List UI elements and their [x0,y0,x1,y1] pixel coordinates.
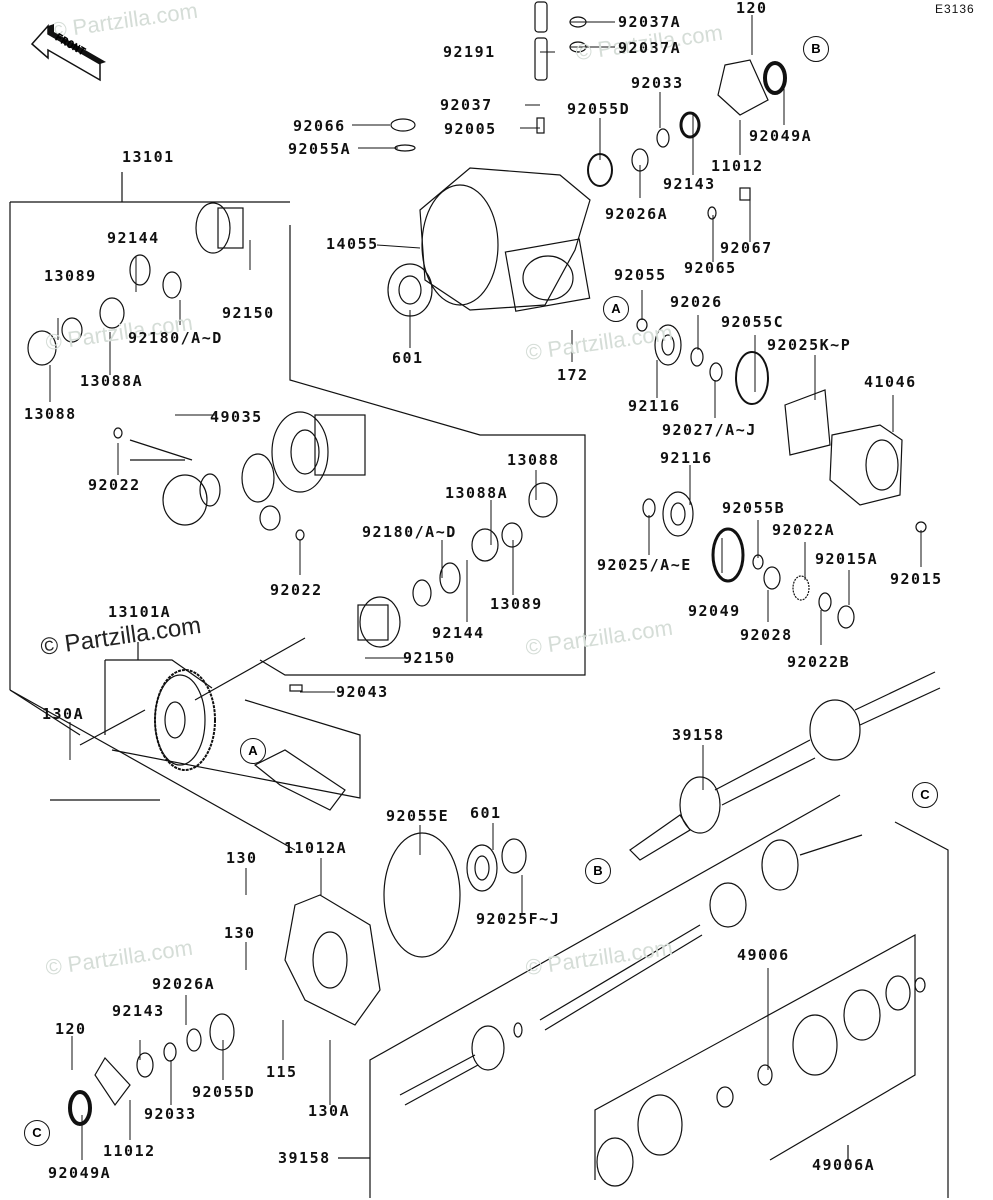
part-label-13101[interactable]: 13101 [122,148,175,166]
part-label-92005[interactable]: 92005 [444,120,497,138]
part-label-92037[interactable]: 92037 [440,96,493,114]
part-label-49035[interactable]: 49035 [210,408,263,426]
part-label-601[interactable]: 601 [392,349,424,367]
housing-14055 [419,167,591,312]
part-label-92055[interactable]: 92055 [614,266,667,284]
part-label-39158[interactable]: 39158 [278,1149,331,1167]
part-label-11012[interactable]: 11012 [103,1142,156,1160]
ref-marker-c: C [912,782,938,808]
part-label-41046[interactable]: 41046 [864,373,917,391]
part-label-92116[interactable]: 92116 [628,397,681,415]
bracket-13101 [9,172,586,851]
part-label-130A[interactable]: 130A [308,1102,351,1120]
part-label-49006A[interactable]: 49006A [812,1156,876,1174]
part-label-92049[interactable]: 92049 [688,602,741,620]
ref-marker-b: B [803,36,829,62]
part-label-92150[interactable]: 92150 [403,649,456,667]
part-label-92143[interactable]: 92143 [663,175,716,193]
part-label-13089[interactable]: 13089 [44,267,97,285]
part-label-13088A[interactable]: 13088A [445,484,509,502]
part-label-601[interactable]: 601 [470,804,502,822]
diagram-code: E3136 [935,2,975,16]
part-label-130A[interactable]: 130A [42,705,85,723]
part-label-13088A[interactable]: 13088A [80,372,144,390]
bracket-13101A [50,642,361,801]
ref-marker-a-lower: A [240,738,266,764]
part-label-92143[interactable]: 92143 [112,1002,165,1020]
part-label-49006[interactable]: 49006 [737,946,790,964]
part-label-39158[interactable]: 39158 [672,726,725,744]
part-label-92033[interactable]: 92033 [631,74,684,92]
part-label-92037A[interactable]: 92037A [618,39,682,57]
part-label-92055D[interactable]: 92055D [192,1083,256,1101]
part-label-92049A[interactable]: 92049A [749,127,813,145]
ref-marker-b-lower: B [585,858,611,884]
part-label-92055B[interactable]: 92055B [722,499,786,517]
part-label-92066[interactable]: 92066 [293,117,346,135]
part-label-92022A[interactable]: 92022A [772,521,836,539]
part-label-92026A[interactable]: 92026A [152,975,216,993]
ref-marker-a: A [603,296,629,322]
part-label-92015[interactable]: 92015 [890,570,943,588]
part-label-13089[interactable]: 13089 [490,595,543,613]
front-arrow-icon: FRONT [30,24,106,82]
bracket-39158 [338,794,949,1198]
part-label-92025-a-e[interactable]: 92025/A~E [597,556,692,574]
part-label-92116[interactable]: 92116 [660,449,713,467]
part-label-92067[interactable]: 92067 [720,239,773,257]
part-label-92180-a-d[interactable]: 92180/A~D [128,329,223,347]
part-label-13101A[interactable]: 13101A [108,603,172,621]
part-label-92027-a-j[interactable]: 92027/A~J [662,421,757,439]
part-label-120[interactable]: 120 [736,0,768,17]
part-label-92150[interactable]: 92150 [222,304,275,322]
part-label-92015A[interactable]: 92015A [815,550,879,568]
part-label-92049A[interactable]: 92049A [48,1164,112,1182]
part-label-92022[interactable]: 92022 [88,476,141,494]
bracket-49006A [594,933,916,1180]
part-label-11012A[interactable]: 11012A [284,839,348,857]
part-label-92191[interactable]: 92191 [443,43,496,61]
part-label-92043[interactable]: 92043 [336,683,389,701]
part-label-11012[interactable]: 11012 [711,157,764,175]
part-label-92055A[interactable]: 92055A [288,140,352,158]
part-label-130[interactable]: 130 [224,924,256,942]
part-label-92180-a-d[interactable]: 92180/A~D [362,523,457,541]
part-label-172[interactable]: 172 [557,366,589,384]
part-label-92026[interactable]: 92026 [670,293,723,311]
part-label-92026A[interactable]: 92026A [605,205,669,223]
part-label-92022[interactable]: 92022 [270,581,323,599]
part-label-92055D[interactable]: 92055D [567,100,631,118]
part-label-92065[interactable]: 92065 [684,259,737,277]
part-label-14055[interactable]: 14055 [326,235,379,253]
part-label-92025-f-j[interactable]: 92025F~J [476,910,561,928]
part-label-92055E[interactable]: 92055E [386,807,450,825]
part-label-115[interactable]: 115 [266,1063,298,1081]
part-label-92037A[interactable]: 92037A [618,13,682,31]
part-label-13088[interactable]: 13088 [507,451,560,469]
part-label-92025-k-p[interactable]: 92025K~P [767,336,852,354]
part-label-120[interactable]: 120 [55,1020,87,1038]
part-label-92033[interactable]: 92033 [144,1105,197,1123]
part-label-92022B[interactable]: 92022B [787,653,851,671]
ref-marker-c-lower: C [24,1120,50,1146]
part-label-92144[interactable]: 92144 [432,624,485,642]
part-label-13088[interactable]: 13088 [24,405,77,423]
part-label-92028[interactable]: 92028 [740,626,793,644]
part-label-92144[interactable]: 92144 [107,229,160,247]
part-label-130[interactable]: 130 [226,849,258,867]
part-label-92055C[interactable]: 92055C [721,313,785,331]
